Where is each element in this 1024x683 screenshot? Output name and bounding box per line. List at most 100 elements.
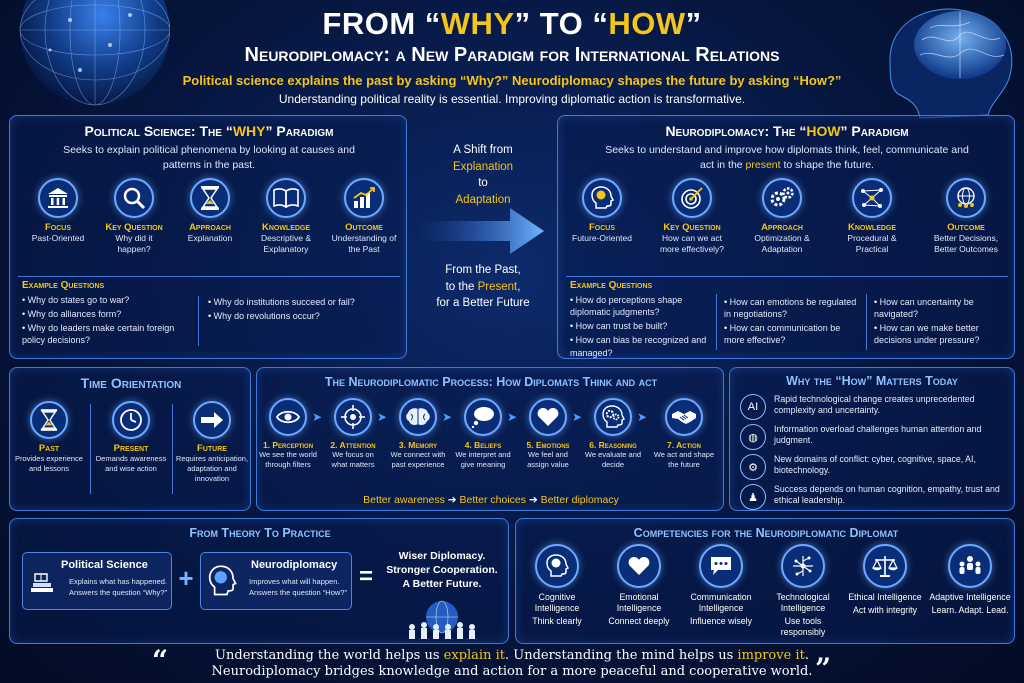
shift-arrow-icon bbox=[418, 208, 544, 254]
how-approach: Approach Optimization & Adaptation bbox=[742, 178, 822, 255]
competency-technological: Technological Intelligence Use tools res… bbox=[762, 544, 844, 638]
list-item: How can emotions be regulated in negotia… bbox=[724, 296, 862, 320]
time-future: Future Requires anticipation, adaptation… bbox=[174, 401, 250, 483]
matters-item: ♟ Success depends on human cognition, em… bbox=[740, 484, 1010, 510]
step-arrow-icon: ➤ bbox=[637, 410, 648, 424]
list-item: Why do revolutions occur? bbox=[208, 310, 368, 322]
bar-chart-icon bbox=[344, 178, 384, 218]
clock-icon bbox=[112, 401, 150, 439]
list-item: Why do institutions succeed or fail? bbox=[208, 296, 368, 308]
how-knowledge: Knowledge Procedural & Practical bbox=[832, 178, 912, 255]
hourglass-icon bbox=[30, 401, 68, 439]
open-quote-icon: “ bbox=[152, 644, 169, 677]
scales-icon bbox=[863, 544, 907, 588]
divider bbox=[716, 294, 717, 350]
divider bbox=[18, 276, 400, 277]
process-title: The Neurodiplomatic Process: How Diploma… bbox=[324, 375, 658, 389]
subtitle: Neurodiplomacy: a New Paradigm for Inter… bbox=[244, 44, 780, 66]
book-icon bbox=[266, 178, 306, 218]
why-knowledge: Knowledge Descriptive & Explanatory bbox=[250, 178, 322, 255]
shift-text-bottom: From the Past, to the Present, for a Bet… bbox=[436, 264, 530, 310]
why-examples-right: Why do institutions succeed or fail? Why… bbox=[208, 296, 368, 324]
head-brain-icon bbox=[582, 178, 622, 218]
competency-emotional: Emotional Intelligence Connect deeply bbox=[598, 544, 680, 627]
competency-adaptive: Adaptive Intelligence Learn. Adapt. Lead… bbox=[926, 544, 1014, 616]
institution-icon bbox=[38, 178, 78, 218]
process-panel: The Neurodiplomatic Process: How Diploma… bbox=[256, 367, 724, 511]
process-footer: Better awareness ➔ Better choices ➔ Bett… bbox=[363, 494, 619, 506]
step-arrow-icon: ➤ bbox=[377, 410, 388, 424]
how-examples-title: Example Questions bbox=[570, 280, 653, 291]
team-icon bbox=[948, 544, 992, 588]
why-how-matters-panel bbox=[729, 367, 1015, 511]
head-brain-icon bbox=[535, 544, 579, 588]
step-arrow-icon: ➤ bbox=[572, 410, 583, 424]
main-title: FROM “WHY” TO “HOW” bbox=[322, 6, 702, 41]
globe-team-icon bbox=[409, 600, 475, 639]
competencies-title: Competencies for the Neurodiplomatic Dip… bbox=[633, 526, 899, 540]
speech-bubble-icon bbox=[699, 544, 743, 588]
practice-result: Wiser Diplomacy. Stronger Cooperation. A… bbox=[386, 550, 498, 591]
divider bbox=[90, 404, 91, 494]
equals-symbol: = bbox=[358, 563, 373, 590]
gears-icon bbox=[762, 178, 802, 218]
handshake-icon bbox=[665, 398, 703, 436]
globe-icon: ◍ bbox=[740, 424, 766, 450]
why-approach: Approach Explanation bbox=[174, 178, 246, 244]
list-item: Why do states go to war? bbox=[22, 294, 192, 306]
list-item: Why do alliances form? bbox=[22, 308, 192, 320]
eye-icon bbox=[269, 398, 307, 436]
why-panel-title: Political Science: The “WHY” Paradigm bbox=[84, 123, 334, 139]
how-examples-col2: How can emotions be regulated in negotia… bbox=[724, 296, 862, 349]
network-icon bbox=[852, 178, 892, 218]
matters-item: AI Rapid technological change creates un… bbox=[740, 394, 1010, 422]
competency-communication: Communication Intelligence Influence wis… bbox=[680, 544, 762, 627]
process-step-beliefs: 4. Beliefs We interpret and give meaning bbox=[454, 398, 512, 470]
process-step-perception: 1. Perception We see the world through f… bbox=[259, 398, 317, 470]
divider bbox=[198, 296, 199, 346]
closing-quote: Understanding the world helps us explain… bbox=[211, 648, 813, 680]
list-item: How do perceptions shape diplomatic judg… bbox=[570, 294, 710, 318]
how-key-question: Key Question How can we act more effecti… bbox=[652, 178, 732, 255]
time-past: Past Provides experience and lessons bbox=[12, 401, 86, 474]
step-arrow-icon: ➤ bbox=[312, 410, 323, 424]
why-key-question: Key Question Why did it happen? bbox=[98, 178, 170, 255]
list-item: How can uncertainty be navigated? bbox=[874, 296, 1010, 320]
matters-item: ⚙ New domains of conflict: cyber, cognit… bbox=[740, 454, 1010, 482]
why-panel-description: Seeks to explain political phenomena by … bbox=[63, 144, 355, 171]
how-paradigm-panel: Neurodiplomacy: The “HOW” Paradigm Seeks… bbox=[557, 115, 1015, 359]
hourglass-icon bbox=[190, 178, 230, 218]
process-step-action: 7. Action We act and shape the future bbox=[649, 398, 719, 470]
people-icon: ♟ bbox=[740, 484, 766, 510]
ai-chip-icon: AI bbox=[740, 394, 766, 420]
close-quote-icon: ” bbox=[815, 652, 832, 683]
why-paradigm-panel: Political Science: The “WHY” Paradigm Se… bbox=[9, 115, 407, 359]
globe-people-icon bbox=[946, 178, 986, 218]
political-science-card: Political Science Explains what has happ… bbox=[22, 552, 172, 610]
shift-text-top: A Shift from Explanation to Adaptation bbox=[452, 144, 514, 207]
process-step-emotions: 5. Emotions We feel and assign value bbox=[519, 398, 577, 470]
divider bbox=[566, 276, 1008, 277]
matters-item: ◍ Information overload challenges human … bbox=[740, 424, 1010, 452]
time-orientation-title: Time Orientation bbox=[80, 375, 182, 391]
why-outcome: Outcome Understanding of the Past bbox=[326, 178, 402, 255]
step-arrow-icon: ➤ bbox=[507, 410, 518, 424]
list-item: How can trust be built? bbox=[570, 320, 710, 332]
divider bbox=[172, 404, 173, 494]
step-arrow-icon: ➤ bbox=[442, 410, 453, 424]
how-examples-col1: How do perceptions shape diplomatic judg… bbox=[570, 294, 710, 361]
tagline: Political science explains the past by a… bbox=[182, 73, 842, 88]
time-present: Present Demands awareness and wise actio… bbox=[94, 401, 168, 474]
competencies-panel: Competencies for the Neurodiplomatic Dip… bbox=[515, 518, 1015, 644]
thought-bubble-icon bbox=[464, 398, 502, 436]
how-examples-col3: How can uncertainty be navigated? How ca… bbox=[874, 296, 1010, 349]
competency-ethical: Ethical Intelligence Act with integrity bbox=[844, 544, 926, 616]
how-panel-description: Seeks to understand and improve how dipl… bbox=[605, 144, 969, 171]
head-brain-icon bbox=[208, 565, 237, 596]
tagline-secondary: Understanding political reality is essen… bbox=[278, 92, 746, 106]
process-step-attention: 2. Attention We focus on what matters bbox=[324, 398, 382, 470]
globe-icon bbox=[19, 0, 170, 106]
how-focus: Focus Future-Oriented bbox=[564, 178, 640, 244]
books-icon bbox=[31, 573, 53, 592]
crosshair-icon bbox=[334, 398, 372, 436]
